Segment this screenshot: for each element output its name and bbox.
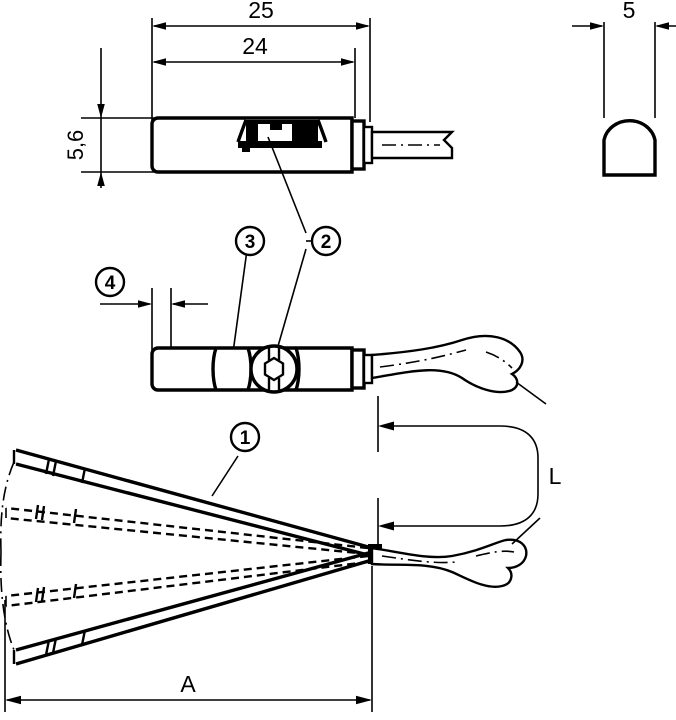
ray-lower-tick-1 [44,639,51,656]
ray-upper-tick-1 [44,458,51,475]
beam-view-cable [370,538,528,588]
dimension-A-group [4,566,373,712]
arrow-L-upper [378,421,394,431]
callout-1: 1 [211,421,261,497]
balloon-circle-3 [234,225,266,257]
front-view-cable [370,334,524,394]
arrow-L-lower [378,521,394,531]
top-view-endcap [350,119,366,171]
ray-lower-edge-b [15,558,373,666]
callout-4: 4 [94,266,126,298]
arrow-left-5 [590,22,604,30]
front-cable-tip-leader [515,381,547,405]
arrow-right-4 [171,300,185,308]
front-lens-edge-right [294,347,301,391]
leader-line-2-up [267,136,307,234]
front-view-body [150,334,547,405]
beam-arc-lower [0,551,15,651]
dashed-lower-edge-a [5,554,369,598]
arrow-right-5 [655,22,669,30]
dimension-label-56: 5,6 [63,130,88,161]
arrow-right-24 [341,58,355,66]
arrow-left-4 [138,300,152,308]
balloon-label-4: 4 [105,273,116,294]
top-view-body [150,116,455,174]
ray-lower-tick-3 [80,629,87,646]
window-curve-right [316,119,328,143]
dimension-24-group [152,48,356,118]
beam-pattern [0,448,541,666]
beam-cable-centerline [381,555,457,564]
dimension-L-group [377,396,539,560]
beam-ray-dashed-upper [5,504,369,556]
dimension-5-group [572,22,676,118]
dimension-label-A: A [180,671,196,697]
arrow-right-25 [356,22,370,30]
arrow-bottom-56 [97,172,105,186]
arrow-left-A [5,695,21,705]
beam-cable-tip-leader [511,517,541,545]
window-curve-left [236,119,248,143]
top-view-notch [258,124,292,141]
cross-section-profile [602,119,657,177]
beam-arc-upper [0,461,15,553]
dimension-label-24: 24 [242,33,268,59]
beam-ray-dashed-lower [5,554,369,608]
dimension-25-group [151,18,371,122]
dimension-label-L: L [549,463,562,489]
front-view-endcap [350,348,366,390]
dashed-lower-tick-1 [34,587,40,603]
dashed-upper-edge-a [5,506,369,550]
front-lens-hex-screw [263,356,285,382]
balloon-label-3: 3 [245,232,256,253]
callout-3: 3 [231,225,266,361]
top-view-window-base [238,141,322,148]
arrow-top-56 [97,104,105,118]
ray-upper-edge-b [15,462,373,558]
dimension-4-group [100,288,208,380]
beam-ray-solid-lower [12,550,373,666]
dashed-upper-tick-1 [34,504,40,520]
ray-lower-tick-2 [51,637,58,654]
beam-ray-solid-upper [12,448,373,558]
dashed-lower-tick-2 [40,586,46,602]
balloon-circle-1 [229,421,261,453]
callout-2: 2 [267,136,342,368]
ray-upper-tick-2 [51,460,58,477]
balloon-circle-4 [94,266,126,298]
dashed-lower-tick-3 [72,583,78,599]
dashed-lower-edge-b [5,560,369,608]
dashed-upper-tick-2 [40,505,46,521]
dashed-upper-edge-b [5,516,369,556]
dim-bracket-L [392,425,539,527]
arrow-left-25 [152,22,166,30]
arrow-left-24 [152,58,166,66]
dimension-label-5: 5 [623,0,636,23]
beam-cable-centerline-2 [475,550,515,557]
ray-upper-edge-a [15,448,373,550]
balloon-label-2: 2 [321,232,332,253]
dashed-upper-tick-3 [72,508,78,524]
front-view-cable-centerline-2 [485,351,513,369]
dimension-label-25: 25 [248,0,274,23]
balloon-label-1: 1 [240,428,251,449]
front-view-cable-centerline [379,349,467,368]
ray-lower-edge-a [15,550,373,652]
front-window-edge-left [211,347,218,391]
ray-upper-tick-3 [80,467,87,484]
balloon-circle-2 [310,225,342,257]
arrow-right-A [356,695,372,705]
leader-line-1 [211,455,239,497]
